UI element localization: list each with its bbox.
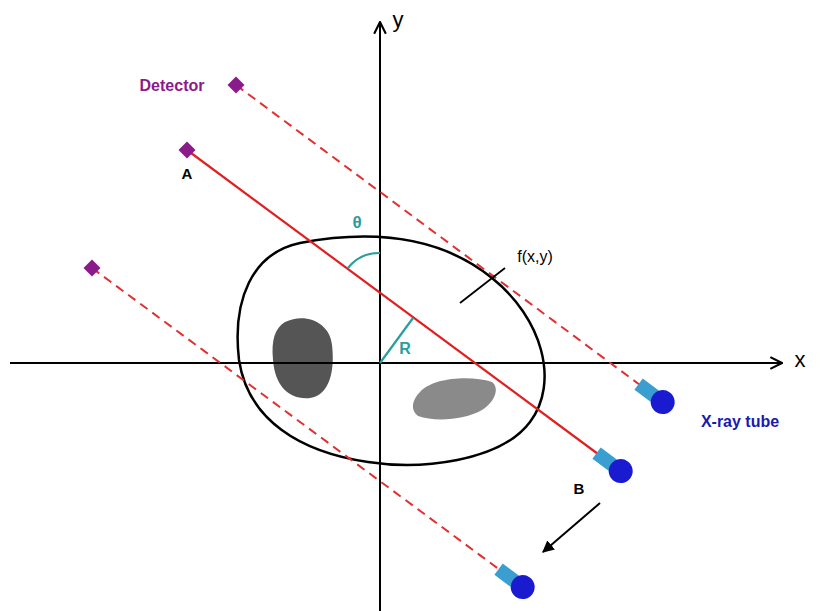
distance-label: R <box>399 341 411 357</box>
function-label: f(x,y) <box>517 249 553 265</box>
dashed-ray <box>92 268 500 570</box>
detector-symbol <box>84 260 101 277</box>
angle-label: θ <box>352 214 361 231</box>
xray-tube-symbol <box>631 375 679 419</box>
axis-label: y <box>393 9 404 31</box>
dense-region <box>273 318 333 398</box>
leader-line <box>460 268 505 303</box>
point-label: A <box>182 166 193 181</box>
detector-label: Detector <box>140 78 205 94</box>
central-ray <box>187 150 598 454</box>
axis-label: x <box>795 349 806 371</box>
y-axis <box>379 22 381 611</box>
detector-symbol <box>179 142 196 159</box>
x-axis <box>10 362 782 364</box>
motion-arrow <box>543 503 600 552</box>
detector-symbol <box>228 77 245 94</box>
object-outline <box>238 237 545 465</box>
xray-tube-symbol <box>589 444 637 488</box>
angle-arc <box>348 253 380 268</box>
distance-line <box>380 318 413 363</box>
xray-tube-symbol <box>491 560 539 604</box>
dashed-ray <box>236 85 640 385</box>
soft-region <box>413 378 496 419</box>
tube-label: X-ray tube <box>701 414 779 430</box>
point-label: B <box>574 481 585 496</box>
